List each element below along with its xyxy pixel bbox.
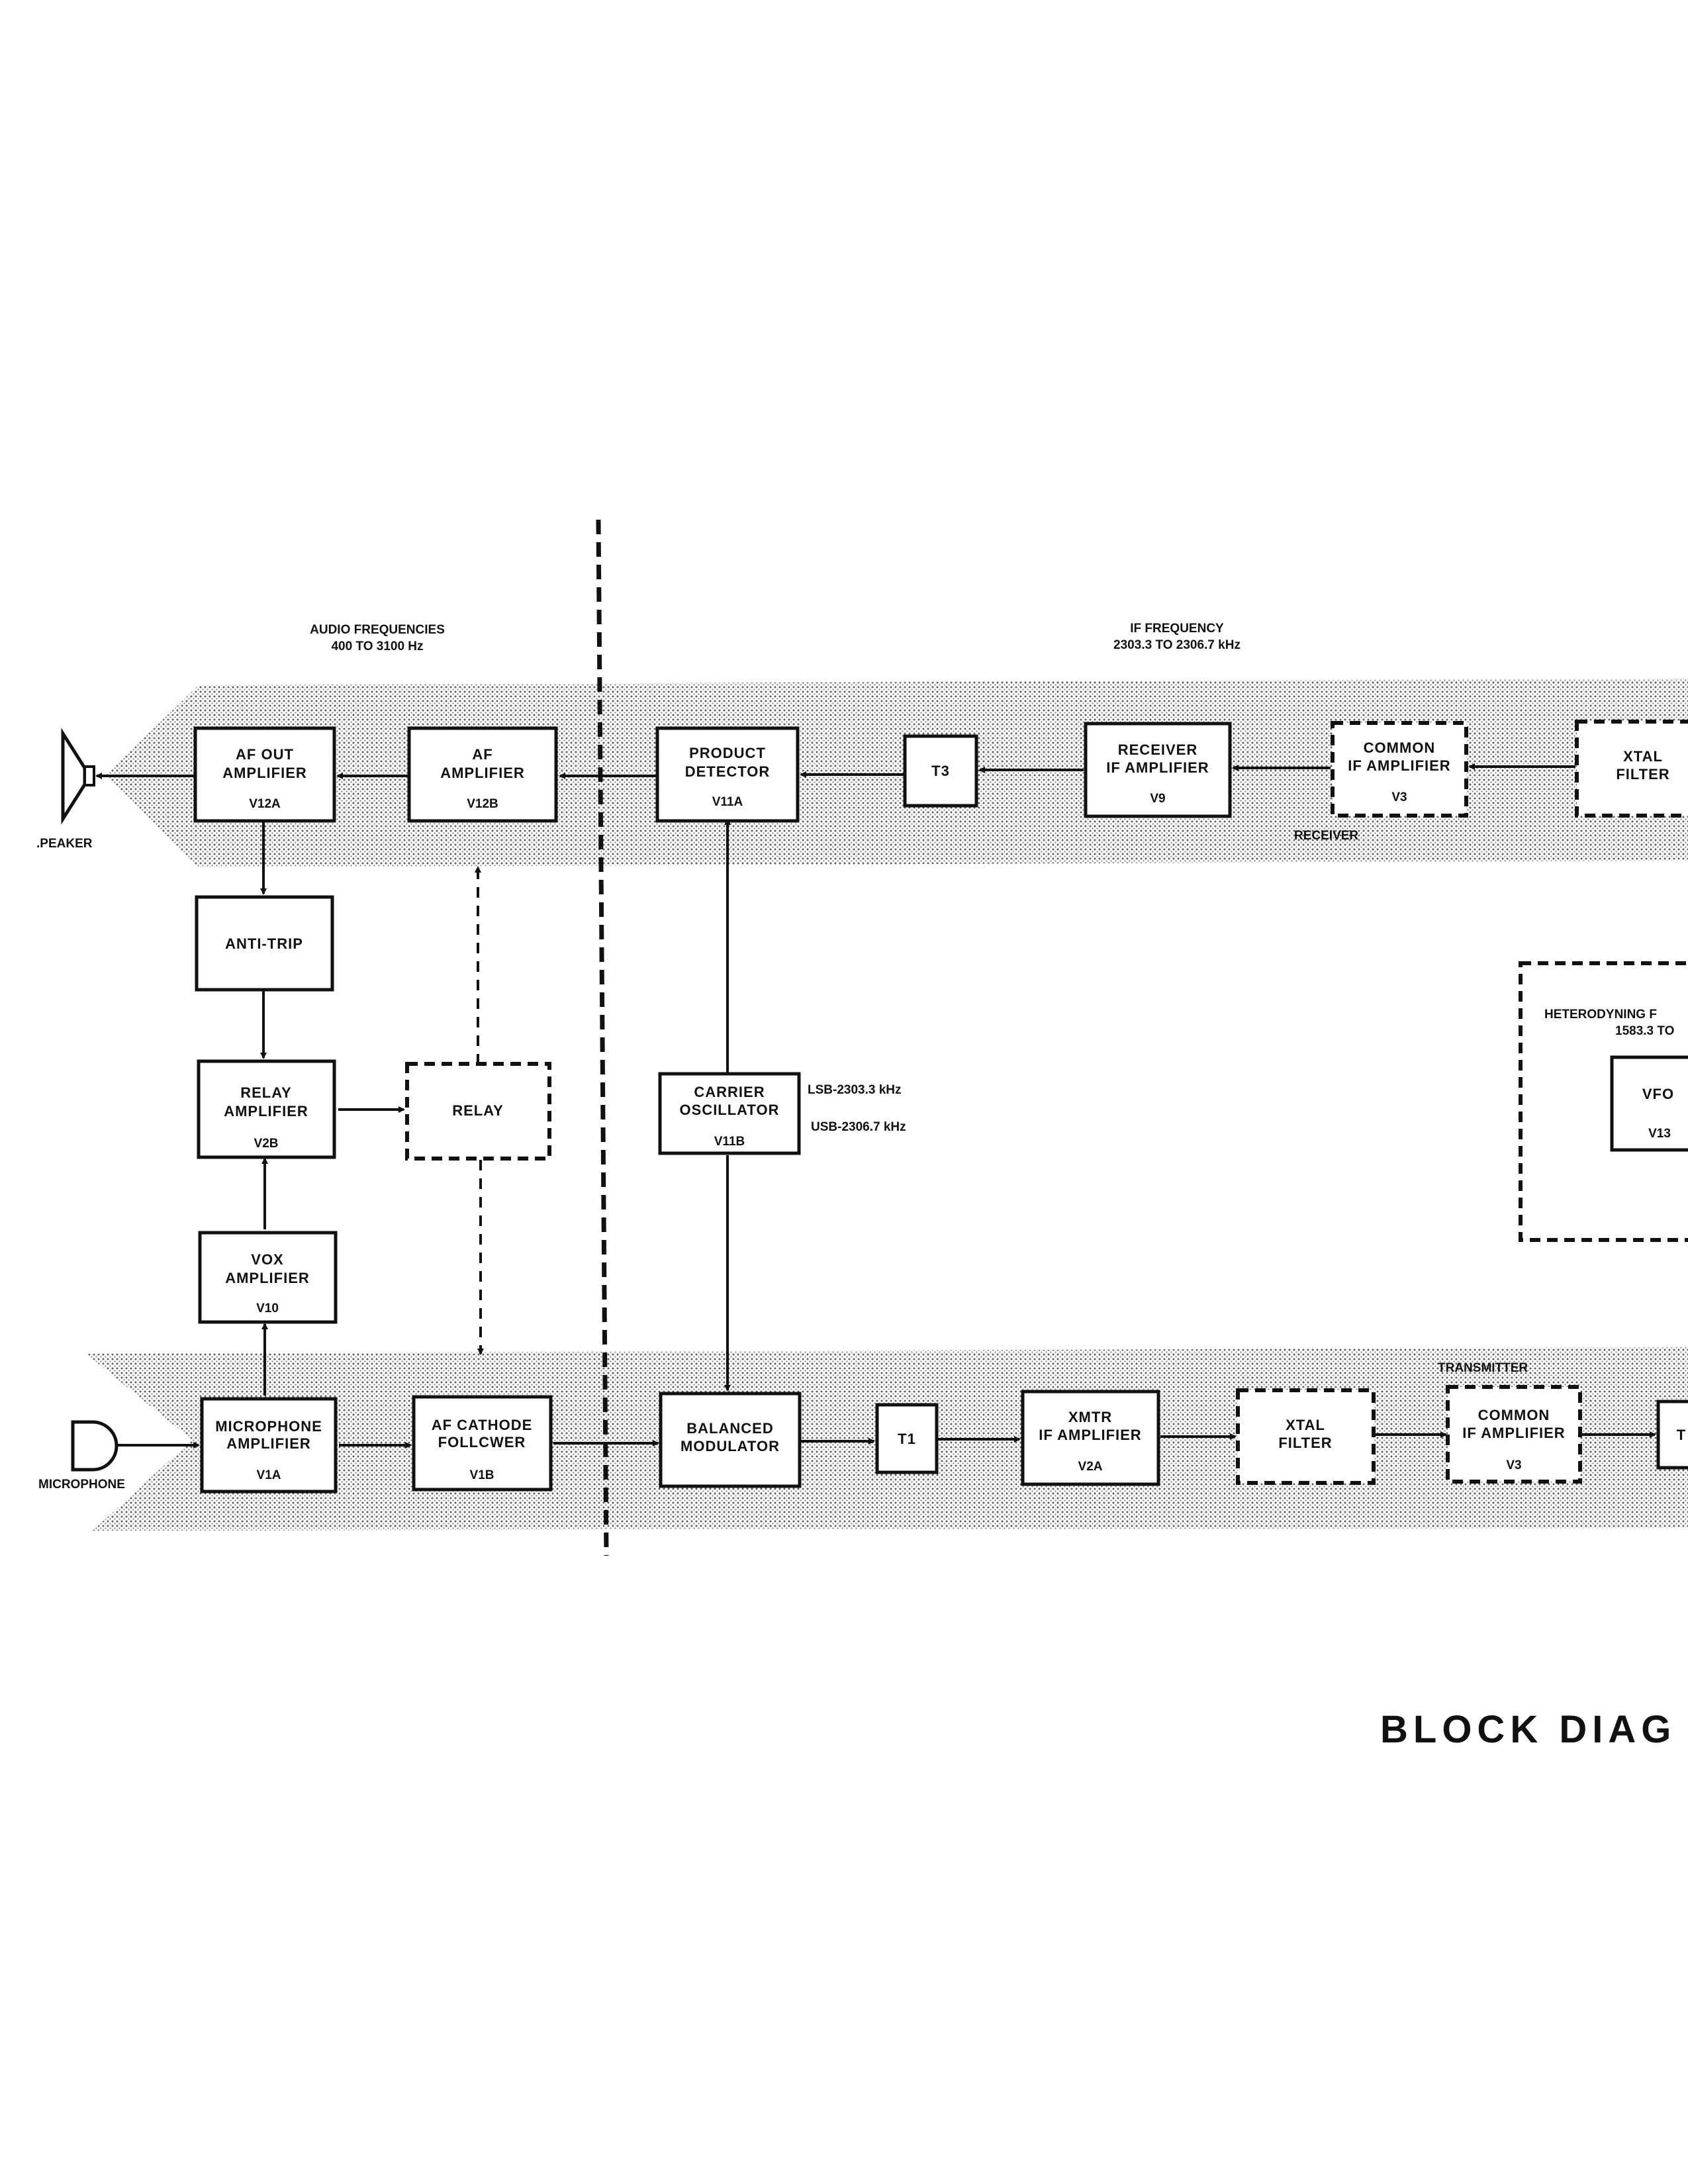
transmitter-note: TRANSMITTER <box>1438 1361 1528 1375</box>
audio-header-line2: 400 TO 3100 Hz <box>331 640 423 653</box>
block-relay: RELAY <box>405 1062 551 1161</box>
receiver-if-tube: V9 <box>1150 792 1165 806</box>
block-balanced-modulator: BALANCED MODULATOR <box>659 1392 802 1488</box>
balanced-mod-line1: BALANCED <box>686 1420 773 1437</box>
af-amp-tube: V12B <box>467 797 498 811</box>
xmtr-if-tube: V2A <box>1078 1460 1103 1474</box>
relay-amp-line2: AMPLIFIER <box>224 1103 308 1119</box>
block-xtal-filter-rx: XTAL FILTER <box>1575 720 1688 818</box>
block-common-if-amplifier-tx: COMMON IF AMPLIFIER V3 <box>1446 1385 1582 1484</box>
af-cathode-line2: FOLLCWER <box>438 1434 526 1450</box>
speaker-label: .PEAKER <box>36 837 93 851</box>
common-tx-tube: V3 <box>1506 1458 1521 1472</box>
xtal-rx-line2: FILTER <box>1616 766 1669 783</box>
microphone-label: MICROPHONE <box>38 1478 125 1492</box>
af-amp-line1: AF <box>472 746 492 763</box>
mic-amp-tube: V1A <box>257 1468 281 1482</box>
xmtr-if-line1: XMTR <box>1068 1409 1112 1425</box>
block-anti-trip: ANTI-TRIP <box>195 895 334 992</box>
carrier-tube: V11B <box>714 1135 745 1149</box>
cut-off-t-label: T <box>1677 1427 1686 1443</box>
block-receiver-if-amplifier: RECEIVER IF AMPLIFIER V9 <box>1084 722 1232 818</box>
block-product-detector: PRODUCT DETECTOR V11A <box>655 726 800 823</box>
mic-amp-line1: MICROPHONE <box>215 1418 322 1435</box>
common-rx-line2: IF AMPLIFIER <box>1348 757 1450 774</box>
af-out-tube: V12A <box>249 797 281 811</box>
block-relay-amplifier: RELAY AMPLIFIER V2B <box>197 1059 336 1159</box>
common-tx-line2: IF AMPLIFIER <box>1462 1425 1565 1441</box>
block-t3: T3 <box>903 734 978 808</box>
if-header-line1: IF FREQUENCY <box>1130 622 1224 636</box>
xmtr-if-line2: IF AMPLIFIER <box>1039 1427 1141 1443</box>
vfo-tube: V13 <box>1648 1127 1671 1141</box>
block-carrier-oscillator: CARRIER OSCILLATOR V11B <box>658 1072 801 1155</box>
carrier-line2: OSCILLATOR <box>680 1102 780 1118</box>
vox-line2: AMPLIFIER <box>225 1270 310 1286</box>
block-cut-off-t: T <box>1656 1400 1688 1470</box>
speaker-icon <box>61 728 95 825</box>
xtal-tx-line1: XTAL <box>1286 1417 1325 1433</box>
vfo-label: VFO <box>1642 1086 1674 1102</box>
block-microphone-amplifier: MICROPHONE AMPLIFIER V1A <box>200 1397 338 1494</box>
mic-amp-line2: AMPLIFIER <box>226 1435 311 1452</box>
af-amp-line2: AMPLIFIER <box>440 765 525 781</box>
if-header-line2: 2303.3 TO 2306.7 kHz <box>1113 638 1241 652</box>
vox-line1: VOX <box>251 1251 283 1268</box>
receive-path-wires <box>95 763 1575 779</box>
xtal-tx-line2: FILTER <box>1278 1435 1332 1451</box>
relay-label: RELAY <box>452 1102 504 1119</box>
lsb-note: LSB-2303.3 kHz <box>808 1083 902 1097</box>
audio-if-divider <box>596 519 609 1556</box>
control-wires <box>260 818 731 1396</box>
balanced-mod-line2: MODULATOR <box>680 1438 780 1454</box>
xtal-rx-line1: XTAL <box>1623 748 1663 765</box>
transmit-path-wires <box>117 1431 1656 1448</box>
heterodyning-line1: HETERODYNING F <box>1544 1008 1657 1021</box>
receiver-if-line1: RECEIVER <box>1118 741 1197 758</box>
block-t1: T1 <box>875 1403 939 1474</box>
block-af-amplifier: AF AMPLIFIER V12B <box>407 726 558 823</box>
block-common-if-amplifier-rx: COMMON IF AMPLIFIER V3 <box>1331 721 1468 818</box>
relay-amp-line1: RELAY <box>240 1084 292 1101</box>
carrier-line1: CARRIER <box>694 1084 765 1100</box>
af-cathode-line1: AF CATHODE <box>432 1417 533 1433</box>
af-out-line2: AMPLIFIER <box>222 765 307 781</box>
block-vox-amplifier: VOX AMPLIFIER V10 <box>198 1231 338 1324</box>
block-af-out-amplifier: AF OUT AMPLIFIER V12A <box>193 726 336 823</box>
af-out-line1: AF OUT <box>236 746 294 763</box>
t1-label: T1 <box>898 1431 916 1447</box>
product-detector-line1: PRODUCT <box>689 745 766 761</box>
block-xtal-filter-tx: XTAL FILTER <box>1236 1388 1376 1485</box>
product-detector-tube: V11A <box>712 795 743 809</box>
product-detector-line2: DETECTOR <box>685 763 771 780</box>
heterodyning-section <box>1519 961 1688 1242</box>
diagram-title: BLOCK DIAG <box>1380 1708 1676 1751</box>
heterodyning-line2: 1583.3 TO <box>1615 1024 1674 1038</box>
relay-amp-tube: V2B <box>254 1137 279 1151</box>
block-xmtr-if-amplifier: XMTR IF AMPLIFIER V2A <box>1021 1390 1160 1486</box>
common-rx-line1: COMMON <box>1364 739 1436 756</box>
microphone-icon <box>71 1420 118 1472</box>
receiver-note: RECEIVER <box>1294 829 1358 843</box>
receiver-if-line2: IF AMPLIFIER <box>1106 759 1209 776</box>
block-af-cathode-follower: AF CATHODE FOLLCWER V1B <box>412 1395 553 1492</box>
usb-note: USB-2306.7 kHz <box>811 1120 906 1134</box>
block-vfo: VFO V13 <box>1610 1055 1688 1152</box>
audio-header-line1: AUDIO FREQUENCIES <box>310 623 445 637</box>
common-rx-tube: V3 <box>1391 790 1407 804</box>
common-tx-line1: COMMON <box>1478 1407 1550 1423</box>
anti-trip-label: ANTI-TRIP <box>225 935 303 952</box>
t3-label: T3 <box>931 763 950 779</box>
vox-tube: V10 <box>256 1302 279 1315</box>
af-cathode-tube: V1B <box>470 1468 494 1482</box>
